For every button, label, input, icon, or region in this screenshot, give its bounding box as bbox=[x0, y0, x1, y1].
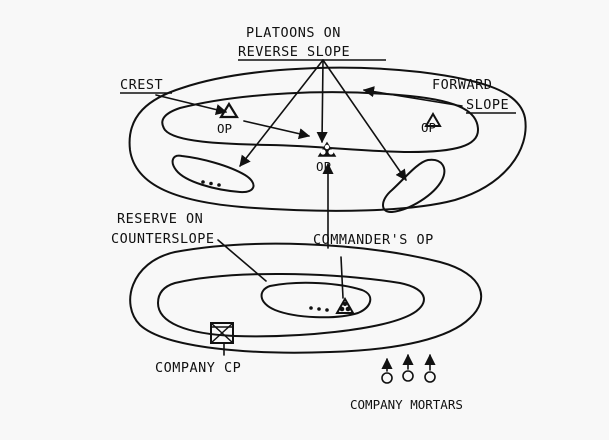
crest-label: CREST bbox=[120, 77, 163, 93]
crest-arrow bbox=[155, 94, 228, 116]
platoons-label-line2: REVERSE SLOPE bbox=[238, 44, 350, 60]
mortar-icon bbox=[424, 353, 436, 383]
counterslope-outer-contour bbox=[129, 242, 483, 354]
platoon-dot bbox=[209, 181, 213, 186]
reserve-dots bbox=[309, 306, 329, 312]
platoon-dot bbox=[201, 180, 205, 184]
op-label-center: OP bbox=[316, 159, 331, 174]
reserve-label-line2: COUNTERSLOPE bbox=[111, 231, 215, 247]
reserve-dot bbox=[317, 307, 321, 311]
arrow-to-right-platoon bbox=[322, 59, 407, 181]
op-label-left: OP bbox=[217, 121, 232, 136]
forward-slope-arrow bbox=[362, 86, 463, 107]
counterslope-hill bbox=[129, 242, 483, 354]
pointer-arrows bbox=[155, 59, 463, 356]
reserve-dot bbox=[325, 308, 329, 312]
platoons-label-line1: PLATOONS ON bbox=[246, 25, 341, 41]
op-label-right: OP bbox=[421, 120, 436, 135]
mortar-icon bbox=[402, 353, 414, 382]
company-mortars bbox=[381, 353, 436, 384]
company-cp-icon bbox=[210, 322, 234, 344]
company-cp-label: COMPANY CP bbox=[155, 360, 241, 376]
crest-op-triangle-icon bbox=[219, 101, 239, 119]
reserve-label-line1: RESERVE ON bbox=[117, 211, 203, 227]
center-op-triangle-icon bbox=[317, 141, 337, 157]
platoon-dot bbox=[217, 183, 221, 187]
arrow-to-left-platoon bbox=[239, 59, 324, 167]
left-platoon-dots bbox=[201, 180, 221, 187]
forward-slope-label-line1: FORWARD bbox=[432, 77, 492, 93]
reserve-leader-line bbox=[217, 239, 267, 282]
counterslope-inner-contour bbox=[157, 273, 425, 338]
commanders-op-leader-line bbox=[340, 256, 344, 299]
hill-crest-contour bbox=[161, 91, 479, 153]
mortar-icon bbox=[381, 357, 393, 384]
left-platoon-position bbox=[171, 154, 255, 194]
reserve-position bbox=[260, 281, 372, 319]
forward-slope-label-line2: SLOPE bbox=[466, 97, 509, 113]
reserve-dot bbox=[309, 306, 313, 310]
observation-arrow bbox=[243, 120, 311, 140]
commanders-op-triangle-icon bbox=[335, 296, 355, 314]
company-mortars-label: COMPANY MORTARS bbox=[350, 397, 463, 412]
labels: PLATOONS ON REVERSE SLOPE CREST FORWARD … bbox=[111, 25, 516, 412]
hill-outer-contour bbox=[128, 66, 527, 212]
arrow-to-center-op bbox=[316, 59, 328, 144]
right-op-triangle-icon bbox=[424, 112, 442, 127]
commanders-op-label: COMMANDER'S OP bbox=[313, 232, 434, 248]
